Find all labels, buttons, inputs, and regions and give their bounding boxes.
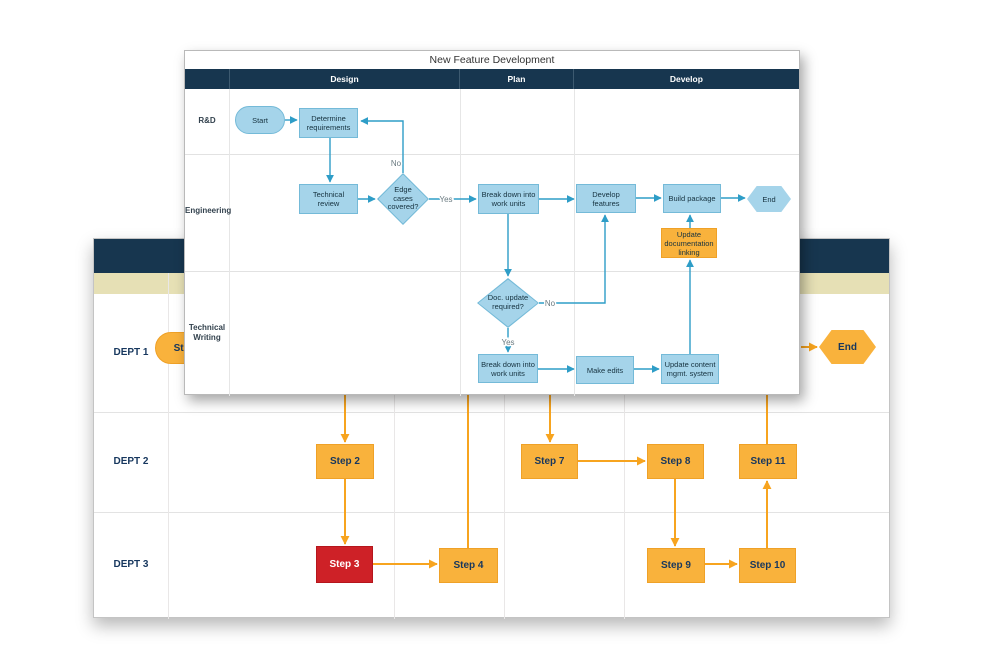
feature-flowchart-panel: New Feature Development Design Plan Deve… [184,50,800,396]
connector-no-feedback [360,117,404,173]
column-divider [460,89,461,396]
node-break-down-tw[interactable]: Break down into work units [478,354,538,383]
node-technical-review[interactable]: Technical review [299,184,358,214]
node-end-back[interactable]: End [819,330,876,364]
node-edge-cases-decision[interactable]: Edge cases covered? [377,173,429,225]
column-divider [504,294,505,619]
lane-label-dept2: DEPT 2 [113,456,149,467]
lane-label-technical-writing: Technical Writing [188,323,226,342]
edge-label-no: No [391,159,402,168]
lane-divider [185,154,799,155]
connector-no-develop [539,214,609,304]
front-connectors: No Yes No Yes [285,116,746,373]
diamond-label: Edge cases covered? [378,174,428,224]
node-determine-requirements[interactable]: Determine requirements [299,108,358,138]
lane-label-engineering: Engineering [185,206,232,215]
node-step11[interactable]: Step 11 [739,444,797,479]
lane-divider [185,271,799,272]
column-divider [624,294,625,619]
node-doc-update-decision[interactable]: Doc. update required? [477,278,539,328]
edge-label-no2: No [545,299,556,308]
node-update-doc-linking[interactable]: Update documentation linking [661,228,717,258]
column-divider [229,89,230,396]
node-step4[interactable]: Step 4 [439,548,498,583]
node-end-front[interactable]: End [747,186,791,212]
edge-label-yes: Yes [439,195,452,204]
column-divider [168,273,169,619]
node-step8[interactable]: Step 8 [647,444,704,479]
phase-header-spacer [185,69,229,89]
node-step10[interactable]: Step 10 [739,548,796,583]
lane-divider [94,512,889,513]
node-step7[interactable]: Step 7 [521,444,578,479]
node-break-down-eng[interactable]: Break down into work units [478,184,539,214]
node-step9[interactable]: Step 9 [647,548,705,583]
edge-label-yes2: Yes [501,338,514,347]
node-step2[interactable]: Step 2 [316,444,374,479]
node-start-front[interactable]: Start [235,106,285,134]
node-make-edits[interactable]: Make edits [576,356,634,384]
phase-header-develop: Develop [572,69,799,89]
phase-header-design: Design [228,69,459,89]
column-divider [574,89,575,396]
node-step3[interactable]: Step 3 [316,546,373,583]
phase-header-row: Design Plan Develop [185,69,799,89]
node-build-package[interactable]: Build package [663,184,721,213]
lane-label-dept3: DEPT 3 [113,559,149,570]
diagram-title: New Feature Development [185,51,799,69]
diamond-label: Doc. update required? [478,279,538,327]
node-update-content[interactable]: Update content mgmt. system [661,354,719,384]
lane-divider [94,412,889,413]
column-divider [394,294,395,619]
node-develop-features[interactable]: Develop features [576,184,636,213]
lane-label-rnd: R&D [198,116,216,125]
phase-header-plan: Plan [459,69,573,89]
lane-label-dept1: DEPT 1 [113,347,149,358]
